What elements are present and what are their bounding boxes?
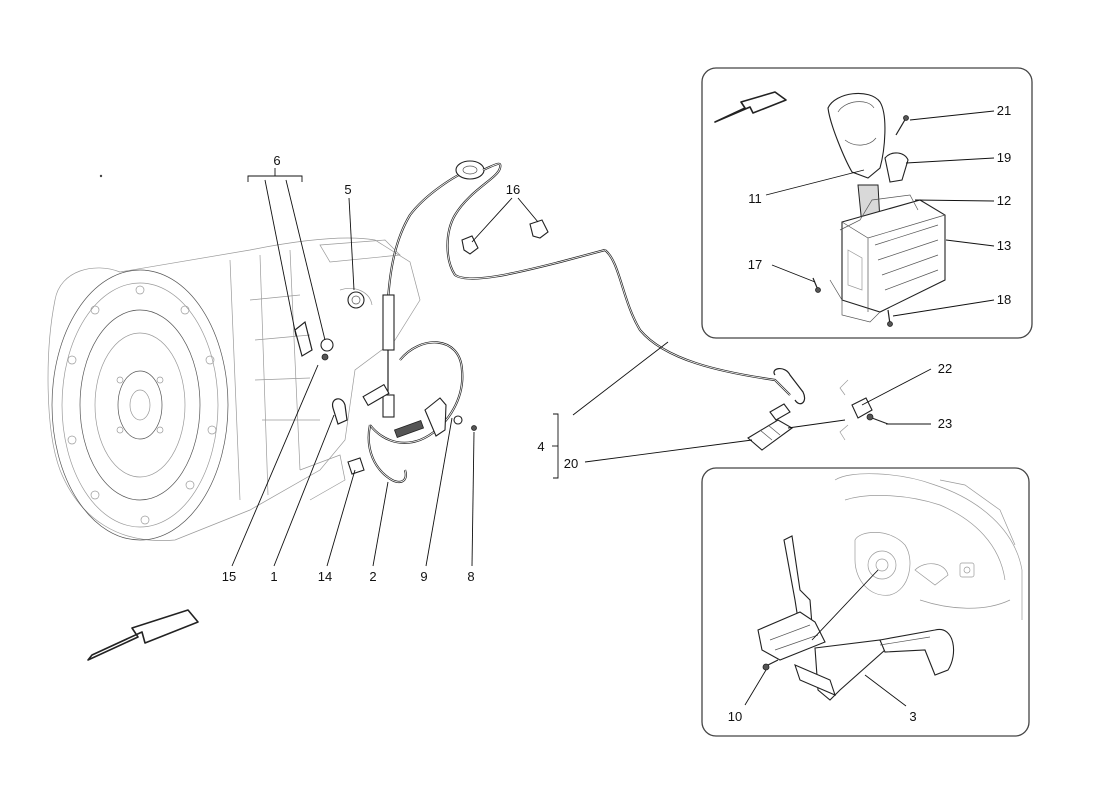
callout-10: 10: [728, 709, 742, 724]
clevis: [424, 397, 447, 437]
inset-paddle-shifter: [701, 467, 1030, 737]
callout-leaders: [231, 110, 995, 707]
screw: [321, 353, 329, 361]
knob-cover: [884, 152, 909, 183]
bushing: [320, 338, 334, 352]
transmission-assembly: [47, 237, 421, 541]
shift-paddle: [879, 629, 955, 676]
callout-15: 15: [222, 569, 236, 584]
clip-plate: [851, 397, 873, 419]
bracket: [294, 320, 313, 357]
callout-1: 1: [270, 569, 277, 584]
callout-6: 6: [273, 153, 280, 168]
direction-arrow-icon: [87, 609, 199, 661]
callout-12: 12: [997, 193, 1011, 208]
inset-gear-selector: [701, 67, 1033, 339]
callout-8: 8: [467, 569, 474, 584]
callout-16: 16: [506, 182, 520, 197]
gear-knob: [827, 92, 886, 179]
callout-18: 18: [997, 292, 1011, 307]
lever-bracket: [331, 398, 348, 425]
callout-17: 17: [748, 257, 762, 272]
callout-20: 20: [564, 456, 578, 471]
cable-connector: [747, 419, 794, 451]
callout-4: 4: [537, 439, 544, 454]
pin: [471, 425, 477, 431]
callout-labels: 6 5 16 15 1 14 2 9 8 4 20 22 23 21 19 11…: [222, 103, 1011, 724]
speck: [99, 174, 103, 178]
callout-3: 3: [909, 709, 916, 724]
callout-21: 21: [997, 103, 1011, 118]
callout-23: 23: [938, 416, 952, 431]
callout-22: 22: [938, 361, 952, 376]
nut: [347, 457, 365, 475]
cable-clip: [529, 219, 549, 239]
paddle-stalk: [783, 535, 813, 633]
callout-5: 5: [344, 182, 351, 197]
callout-13: 13: [997, 238, 1011, 253]
washer: [453, 415, 463, 425]
cable-clip: [461, 235, 479, 255]
callout-19: 19: [997, 150, 1011, 165]
screw: [866, 413, 874, 421]
callout-2: 2: [369, 569, 376, 584]
paddle-bracket: [757, 611, 826, 661]
selector-cable: [362, 160, 889, 484]
callout-11: 11: [748, 191, 762, 206]
breather-plug: [347, 291, 365, 309]
callout-9: 9: [420, 569, 427, 584]
direction-arrow-icon: [714, 91, 787, 123]
callout-14: 14: [318, 569, 332, 584]
